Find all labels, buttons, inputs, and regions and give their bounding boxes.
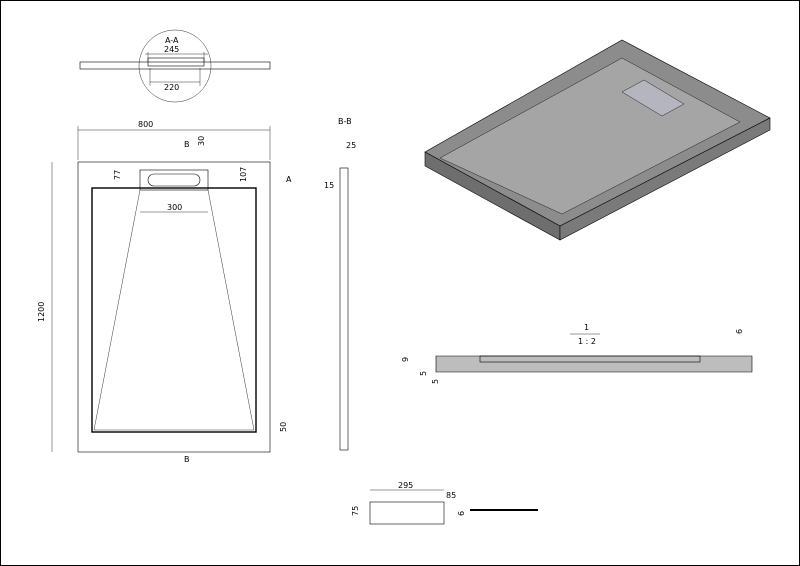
section-aa-view: A-A 245 220 — [79, 29, 271, 103]
cut-label-b-bottom: B — [184, 455, 190, 464]
cut-label-a-right: A — [286, 175, 292, 184]
tray-inner-rim — [91, 187, 257, 433]
dim-grate-6: 6 — [457, 511, 466, 516]
drain-slot — [139, 169, 209, 191]
dim-sec-9: 9 — [401, 357, 410, 362]
dim-grate-75: 75 — [351, 506, 360, 516]
dim-sec-6: 6 — [735, 329, 744, 334]
dim-aa-245: 245 — [164, 45, 179, 54]
isometric-view — [424, 39, 771, 241]
dim-800: 800 — [138, 120, 153, 129]
dim-aa-220: 220 — [164, 83, 179, 92]
iso-grate — [621, 79, 685, 117]
section-bb-slab — [339, 167, 349, 451]
dim-50: 50 — [279, 422, 288, 432]
section-aa-slab — [79, 61, 271, 70]
dim-300: 300 — [167, 203, 182, 212]
dim-1200: 1200 — [37, 302, 46, 322]
section-bb-view: B-B 25 15 — [324, 117, 356, 451]
dim-sec-5b: 5 — [431, 379, 440, 384]
drain-slot-inner — [147, 173, 201, 187]
grate-body — [369, 501, 445, 525]
title-fraction-num: 1 — [584, 323, 589, 332]
dim-30: 30 — [197, 136, 206, 146]
dim-77: 77 — [113, 170, 122, 180]
dim-grate-295: 295 — [398, 481, 413, 490]
grate-detail-view: 295 75 85 6 — [351, 481, 538, 525]
dim-25: 25 — [346, 141, 356, 150]
dim-grate-85: 85 — [446, 491, 456, 500]
section-bb-label: B-B — [338, 117, 352, 126]
tray-outline — [77, 161, 271, 453]
cut-label-b-top: B — [184, 140, 190, 149]
title-fraction: 1 : 2 — [578, 337, 596, 346]
iso-right-face — [559, 117, 771, 241]
section-aa-label: A-A — [165, 36, 179, 45]
section-detail-body — [435, 355, 753, 373]
section-detail-view: 1 1 : 2 9 5 5 6 — [401, 323, 753, 384]
dim-sec-5a: 5 — [419, 371, 428, 376]
section-aa-detail-circle — [138, 29, 212, 103]
section-detail-channel — [479, 355, 701, 363]
dim-107: 107 — [239, 167, 248, 182]
plan-view: 800 30 77 107 300 1200 50 B B A — [37, 120, 292, 464]
dim-15: 15 — [324, 181, 334, 190]
